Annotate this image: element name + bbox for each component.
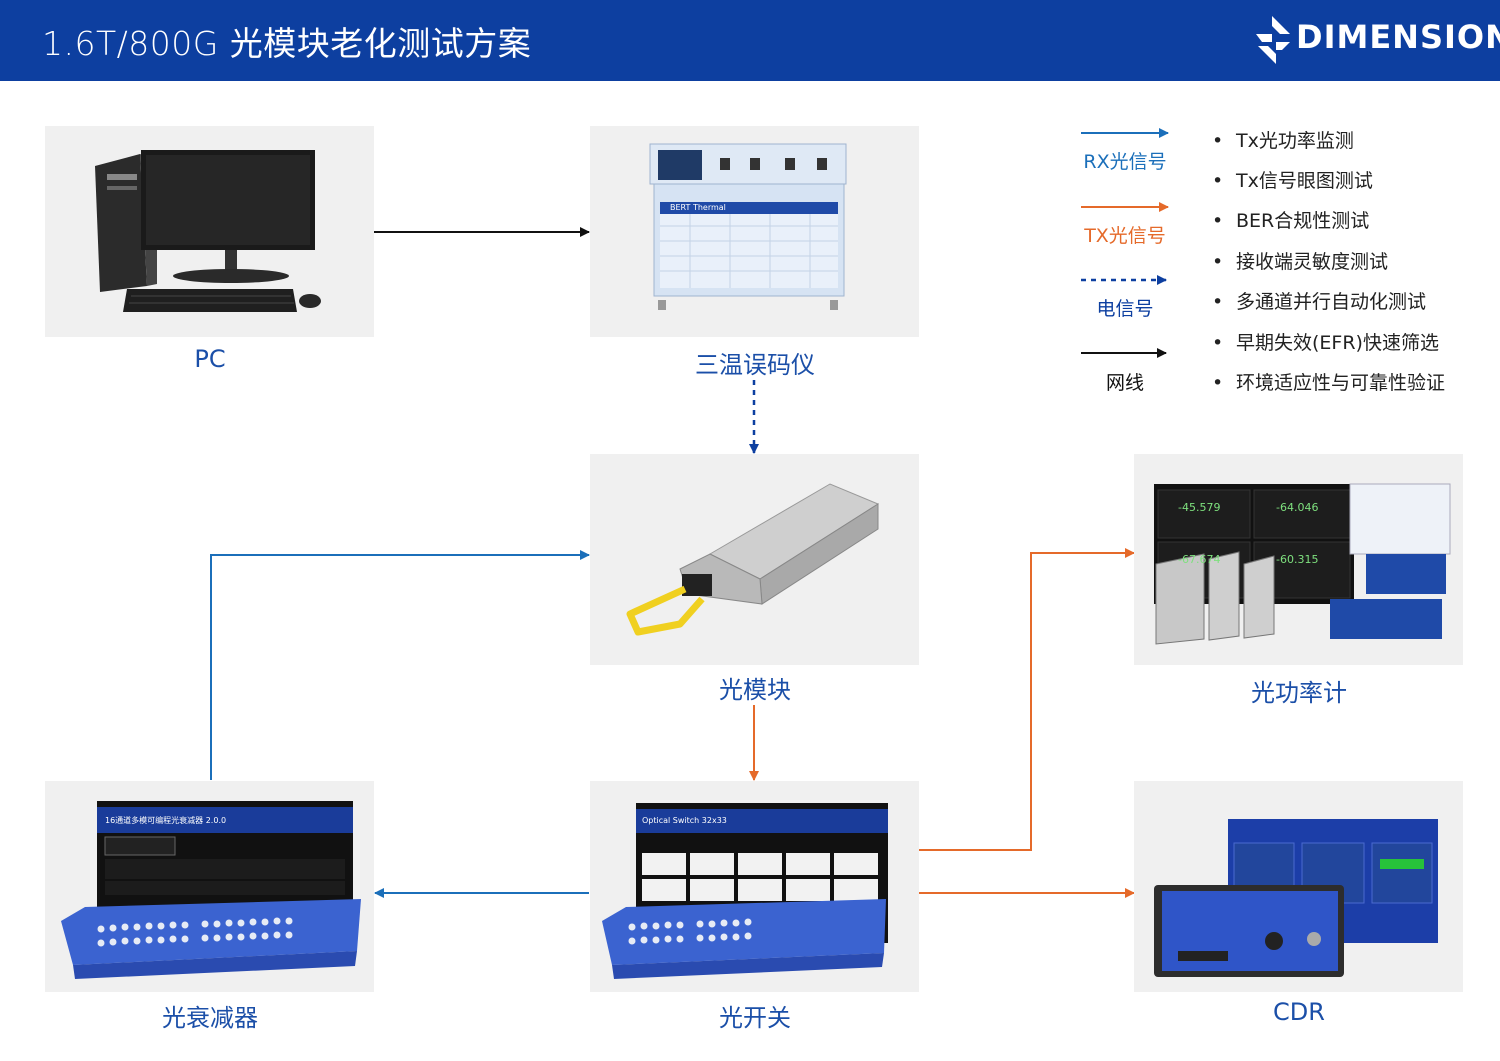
cdr-illustration: [1154, 819, 1438, 977]
power-reading-4: -60.315: [1276, 553, 1319, 566]
power-meter-illustration: [1154, 483, 1451, 645]
switch-node: Optical Switch 32x33: [590, 781, 919, 992]
pc-caption: PC: [194, 345, 226, 373]
bert-caption: 三温误码仪: [695, 351, 815, 379]
attenuator-illustration: [61, 801, 361, 979]
pc-node: [45, 126, 374, 337]
pc-illustration: [95, 150, 321, 312]
optical-module-illustration: [626, 483, 880, 636]
rx-arrow-attenuator-module: [210, 550, 590, 780]
feature-item: •多通道并行自动化测试: [1212, 291, 1427, 313]
header-bar: 1.6T/800G 光模块老化测试方案 DIMENSION: [0, 0, 1500, 81]
legend-net-label: 网线: [1105, 372, 1144, 394]
power-meter-caption: 光功率计: [1251, 679, 1347, 707]
tx-arrow-switch-powermeter: [919, 548, 1135, 851]
power-reading-1: -45.579: [1178, 501, 1221, 514]
feature-item: •Tx光功率监测: [1212, 130, 1354, 152]
page-title: 1.6T/800G 光模块老化测试方案: [42, 24, 532, 63]
feature-item: •Tx信号眼图测试: [1212, 170, 1373, 192]
legend-tx-label: TX光信号: [1084, 225, 1166, 247]
attenuator-node: 16通道多模可编程光衰减器 2.0.0: [45, 781, 374, 992]
brand-logo: DIMENSION: [1252, 12, 1500, 70]
bert-node: BERT Thermal: [590, 126, 919, 337]
power-reading-3: -67.674: [1178, 553, 1221, 566]
module-caption: 光模块: [719, 676, 791, 704]
attenuator-caption: 光衰减器: [162, 1004, 258, 1032]
feature-item: •环境适应性与可靠性验证: [1212, 372, 1446, 394]
switch-window-title: Optical Switch 32x33: [642, 816, 727, 825]
legend-electric-label: 电信号: [1096, 298, 1154, 320]
bert-illustration: [649, 143, 847, 310]
legend-rx-label: RX光信号: [1083, 151, 1167, 173]
brand-name: DIMENSION: [1296, 18, 1500, 56]
bert-screen-label: BERT Thermal: [670, 203, 726, 212]
feature-item: •接收端灵敏度测试: [1212, 251, 1389, 273]
optical-switch-illustration: [602, 803, 888, 979]
dimension-logo-icon: [1256, 16, 1290, 64]
cdr-node: [1134, 781, 1463, 992]
feature-item: •BER合规性测试: [1212, 210, 1370, 232]
power-reading-2: -64.046: [1276, 501, 1319, 514]
power-meter-node: -45.579 -64.046 -67.674 -60.315: [1134, 454, 1463, 665]
switch-caption: 光开关: [719, 1004, 791, 1032]
module-node: [590, 454, 919, 665]
feature-item: •早期失效(EFR)快速筛选: [1212, 332, 1439, 354]
attenuator-window-title: 16通道多模可编程光衰减器 2.0.0: [105, 816, 227, 825]
cdr-caption: CDR: [1273, 998, 1325, 1026]
